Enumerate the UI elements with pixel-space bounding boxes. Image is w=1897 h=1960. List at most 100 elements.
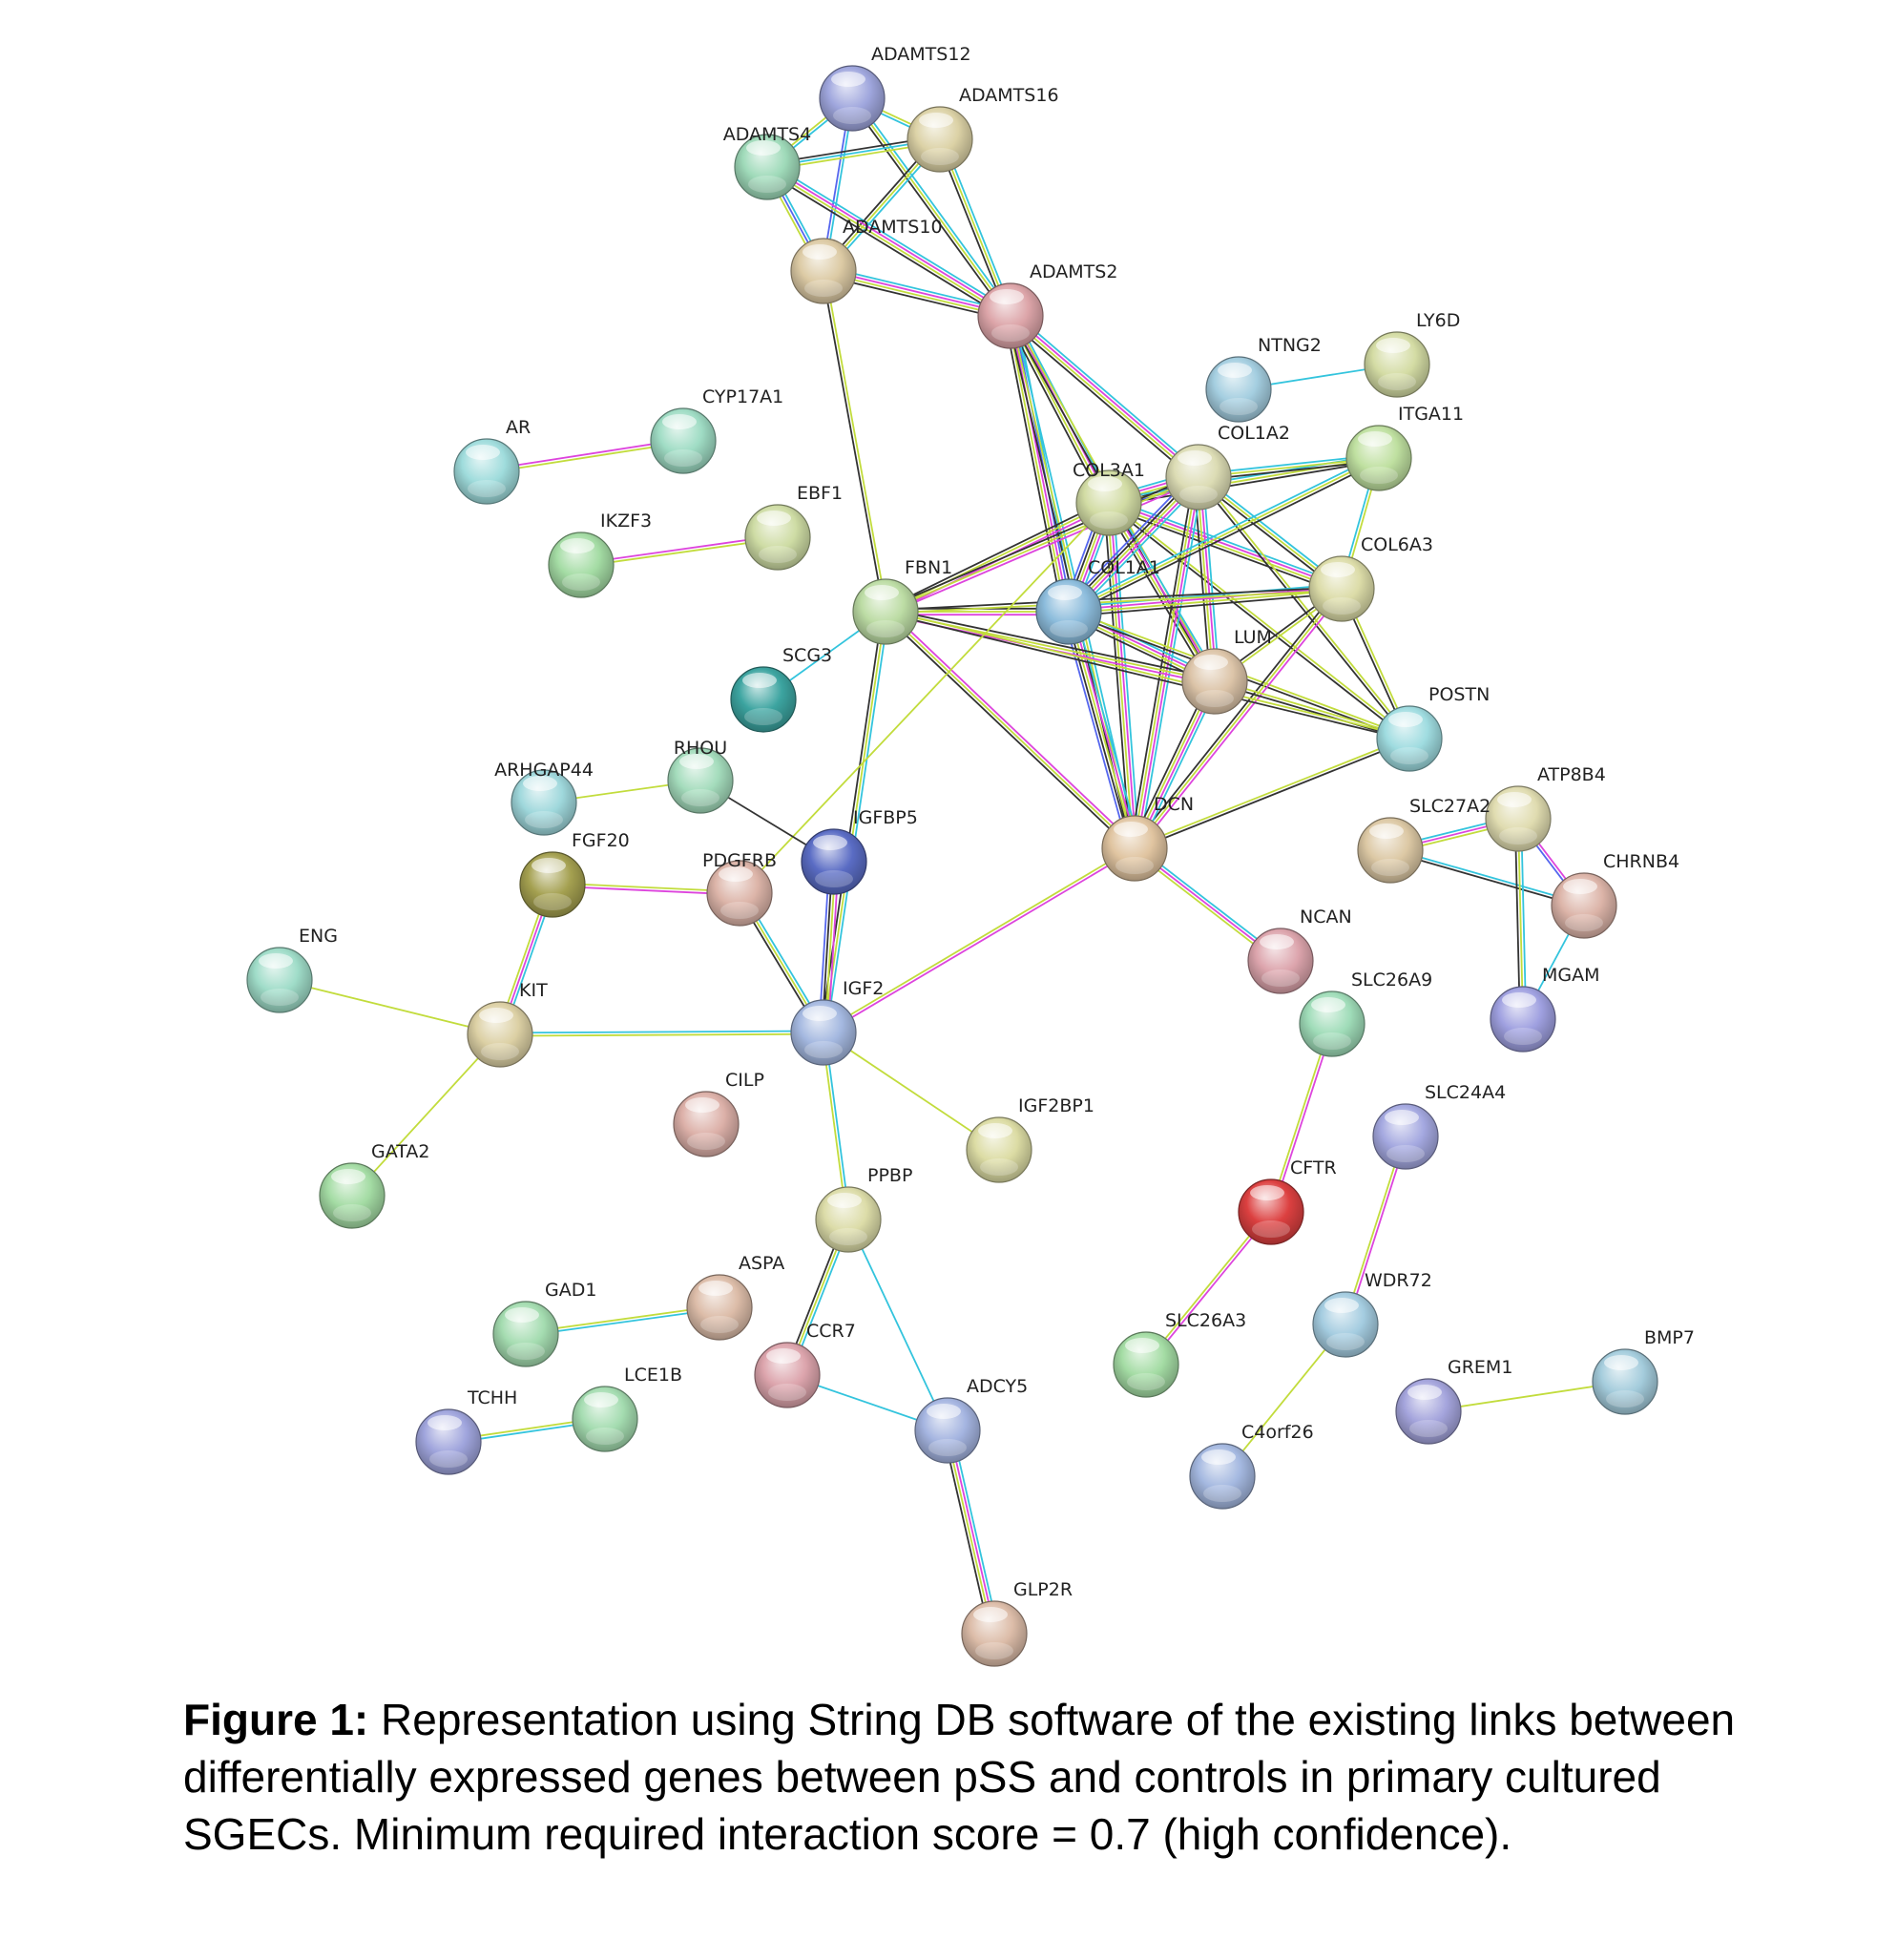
node-aspa[interactable]: ASPA (686, 1253, 784, 1341)
edge-line-yellow (279, 979, 501, 1035)
node-ly6d[interactable]: LY6D (1364, 310, 1460, 398)
edge-COL1A1-ITGA11 (1067, 454, 1381, 615)
node-col3a1[interactable]: COL3A1 (1073, 460, 1145, 536)
node-label: PDGFRB (702, 850, 777, 871)
node-label: DCN (1154, 794, 1194, 815)
node-col6a3[interactable]: COL6A3 (1308, 534, 1433, 622)
edge-line-black (819, 611, 884, 1032)
node-adamts10[interactable]: ADAMTS10 (790, 217, 943, 304)
node-lce1b[interactable]: LCE1B (572, 1365, 682, 1452)
node-reflection (833, 107, 871, 124)
node-col1a1[interactable]: COL1A1 (1035, 557, 1160, 645)
edge-LUM-POSTN (1214, 678, 1410, 741)
node-slc26a9[interactable]: SLC26A9 (1299, 970, 1432, 1057)
node-dcn[interactable]: DCN (1101, 794, 1194, 882)
node-reflection (525, 811, 563, 828)
edge-KIT-IGF2 (499, 1030, 824, 1037)
node-label: POSTN (1428, 684, 1490, 705)
edge-line-magenta (580, 534, 778, 565)
node-label: ADAMTS16 (959, 85, 1059, 106)
edge-line-black (1197, 477, 1409, 740)
node-highlight (1321, 562, 1355, 577)
node-tchh[interactable]: TCHH (415, 1387, 517, 1475)
node-highlight (532, 858, 566, 873)
edge-line-yellow (823, 270, 888, 612)
node-reflection (829, 1228, 867, 1245)
node-reflection (1115, 857, 1154, 874)
node-gata2[interactable]: GATA2 (319, 1141, 429, 1229)
node-highlight (1385, 1110, 1419, 1125)
node-bmp7[interactable]: BMP7 (1592, 1327, 1695, 1415)
node-igfbp5[interactable]: IGFBP5 (801, 807, 918, 895)
node-atp8b4[interactable]: ATP8B4 (1485, 764, 1606, 852)
node-igf2[interactable]: IGF2 (790, 978, 884, 1066)
node-mgam[interactable]: MGAM (1490, 965, 1600, 1053)
edge-line-black (1070, 460, 1381, 615)
edge-DCN-POSTN (1134, 736, 1410, 851)
node-itga11[interactable]: ITGA11 (1345, 404, 1464, 491)
node-rhou[interactable]: RHOU (667, 738, 734, 814)
node-reflection (533, 893, 572, 910)
edge-line-magenta (1135, 477, 1201, 849)
node-reflection (1499, 827, 1537, 844)
node-adcy5[interactable]: ADCY5 (914, 1376, 1028, 1464)
node-label: ITGA11 (1398, 404, 1464, 425)
edge-line-yellow (885, 611, 1136, 849)
node-label: ADAMTS4 (723, 124, 811, 145)
edge-line-black (1007, 318, 1197, 482)
node-label: ADCY5 (967, 1376, 1028, 1397)
node-label: CILP (725, 1070, 764, 1091)
edge-line-black (1005, 317, 1106, 506)
node-slc27a2[interactable]: SLC27A2 (1357, 796, 1490, 884)
node-eng[interactable]: ENG (246, 926, 338, 1013)
node-ebf1[interactable]: EBF1 (744, 483, 843, 571)
node-ntng2[interactable]: NTNG2 (1205, 335, 1322, 423)
node-chrnb4[interactable]: CHRNB4 (1551, 851, 1679, 939)
node-postn[interactable]: POSTN (1376, 684, 1490, 772)
node-adamts16[interactable]: ADAMTS16 (907, 85, 1059, 173)
edge-line-blue (1012, 315, 1074, 612)
edge-line-yellow (581, 537, 779, 568)
node-ikzf3[interactable]: IKZF3 (548, 511, 652, 598)
node-lum[interactable]: LUM (1181, 627, 1272, 715)
node-ccr7[interactable]: CCR7 (754, 1321, 856, 1408)
node-adamts12[interactable]: ADAMTS12 (819, 44, 971, 132)
node-col1a2[interactable]: COL1A2 (1165, 423, 1290, 511)
node-adamts4[interactable]: ADAMTS4 (723, 124, 811, 200)
node-reflection (720, 902, 759, 919)
node-arhgap44[interactable]: ARHGAP44 (494, 760, 594, 836)
node-pdgfrb[interactable]: PDGFRB (702, 850, 777, 927)
node-slc26a3[interactable]: SLC26A3 (1113, 1310, 1246, 1398)
node-scg3[interactable]: SCG3 (730, 645, 832, 733)
node-glp2r[interactable]: GLP2R (961, 1579, 1073, 1667)
node-cyp17a1[interactable]: CYP17A1 (650, 386, 783, 474)
node-highlight (973, 1607, 1008, 1622)
node-ppbp[interactable]: PPBP (815, 1165, 912, 1253)
node-adamts2[interactable]: ADAMTS2 (977, 261, 1117, 349)
edge-IKZF3-EBF1 (580, 534, 779, 568)
node-c4orf26[interactable]: C4orf26 (1189, 1422, 1314, 1510)
node-igf2bp1[interactable]: IGF2BP1 (966, 1095, 1094, 1183)
edge-COL1A1-COL6A3 (1068, 583, 1343, 617)
node-cftr[interactable]: CFTR (1238, 1157, 1337, 1245)
node-fgf20[interactable]: FGF20 (519, 830, 630, 918)
node-wdr72[interactable]: WDR72 (1312, 1270, 1432, 1358)
node-highlight (679, 754, 714, 769)
node-reflection (748, 176, 786, 193)
node-reflection (768, 1384, 806, 1401)
node-gad1[interactable]: GAD1 (492, 1280, 596, 1367)
edge-line-yellow (1106, 503, 1135, 849)
node-kit[interactable]: KIT (467, 980, 548, 1068)
edge-AR-CYP17A1 (486, 438, 684, 474)
edge-line-black (1003, 317, 1064, 614)
node-grem1[interactable]: GREM1 (1395, 1357, 1512, 1445)
node-slc24a4[interactable]: SLC24A4 (1372, 1082, 1506, 1170)
node-label: ARHGAP44 (494, 760, 594, 781)
node-cilp[interactable]: CILP (673, 1070, 764, 1157)
node-highlight (1260, 934, 1294, 949)
node-ncan[interactable]: NCAN (1247, 907, 1352, 994)
node-fbn1[interactable]: FBN1 (852, 557, 952, 645)
edge-line-cyan (853, 95, 1014, 315)
edge-COL3A1-POSTN (1107, 501, 1411, 740)
node-ar[interactable]: AR (453, 417, 531, 505)
